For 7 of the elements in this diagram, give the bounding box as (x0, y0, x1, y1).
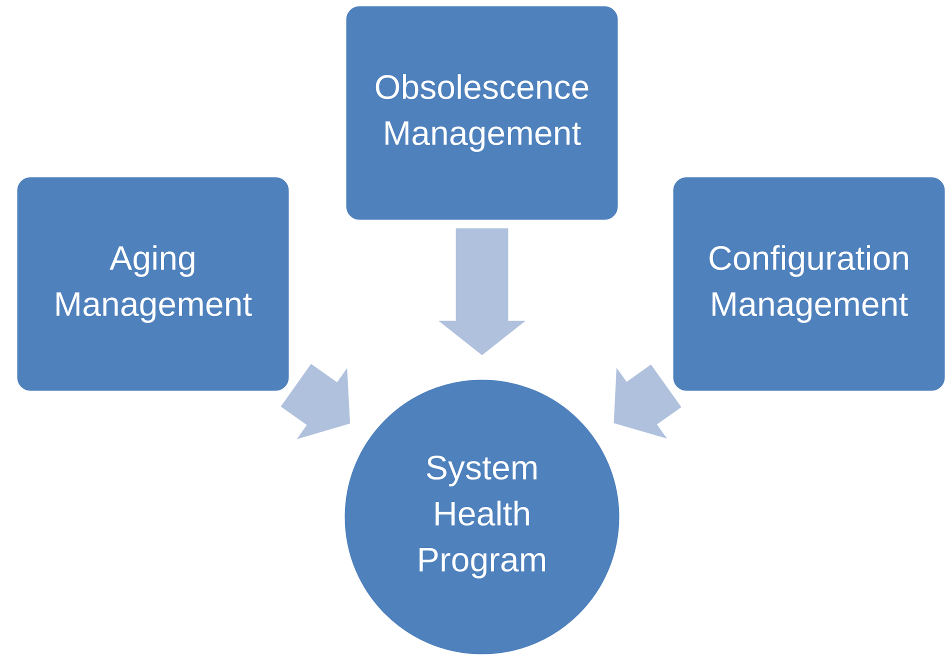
circle-node: System Health Program (343, 378, 621, 656)
block-arrow (438, 228, 526, 356)
block-arrow (280, 364, 350, 440)
process-box: Configuration Management (672, 176, 946, 392)
process-box: Aging Management (16, 176, 290, 392)
block-arrow (614, 364, 682, 438)
process-box: Obsolescence Management (344, 4, 620, 222)
